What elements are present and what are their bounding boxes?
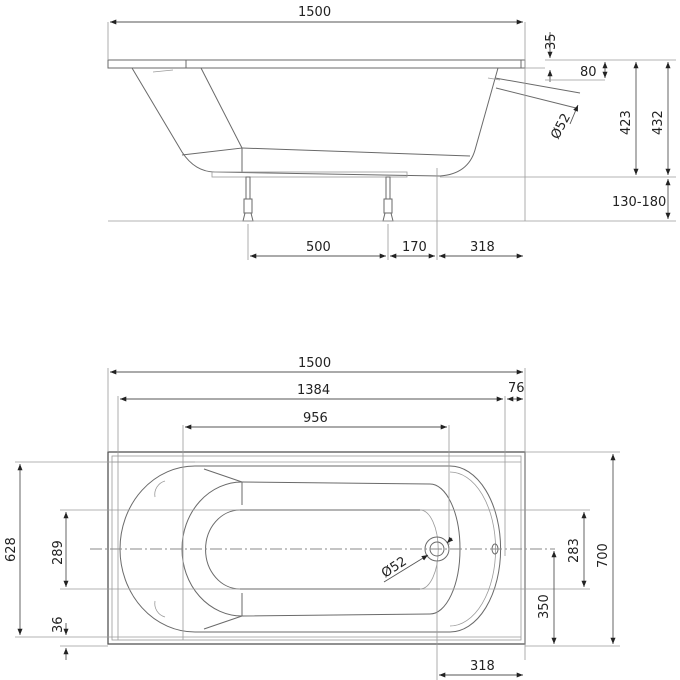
- label-rim-35: 35: [544, 33, 559, 50]
- label-width-700: 700: [596, 543, 611, 568]
- headrest-recess: [205, 509, 420, 590]
- label-leg-500: 500: [306, 240, 331, 255]
- rim-left-cap: [107, 59, 187, 69]
- label-drain-diameter: Ø52: [379, 554, 410, 581]
- top-view: 1500 1384 76 956 628 289 36 Ø52 700: [4, 356, 620, 680]
- label-leg-170: 170: [402, 240, 427, 255]
- label-leg-height: 130-180: [612, 195, 666, 210]
- label-width-628: 628: [4, 537, 19, 562]
- label-overflow-diameter: Ø52: [548, 111, 574, 142]
- base-plate: [211, 171, 408, 178]
- label-side-1500: 1500: [298, 5, 331, 20]
- leg-right: [382, 176, 394, 222]
- overflow-pipe: [494, 77, 581, 109]
- label-headrest-289: 289: [51, 540, 66, 565]
- label-inner-1384: 1384: [297, 383, 330, 398]
- label-end-76: 76: [508, 381, 525, 396]
- label-side-318: 318: [470, 240, 495, 255]
- tub-body-outline: [131, 67, 499, 177]
- label-top-1500: 1500: [298, 356, 331, 371]
- label-depth-432: 432: [651, 110, 666, 135]
- label-overflow-80: 80: [580, 65, 597, 80]
- label-drain-956: 956: [303, 411, 328, 426]
- label-center-350: 350: [537, 594, 552, 619]
- rim: [108, 59, 526, 69]
- label-top-318: 318: [470, 659, 495, 674]
- label-side-36: 36: [51, 616, 66, 633]
- label-bottom-283: 283: [567, 538, 582, 563]
- side-view: 1500 35 80 Ø52 423 432 130-180 500 170 3…: [107, 5, 676, 260]
- leg-left: [242, 176, 254, 222]
- label-depth-423: 423: [619, 110, 634, 135]
